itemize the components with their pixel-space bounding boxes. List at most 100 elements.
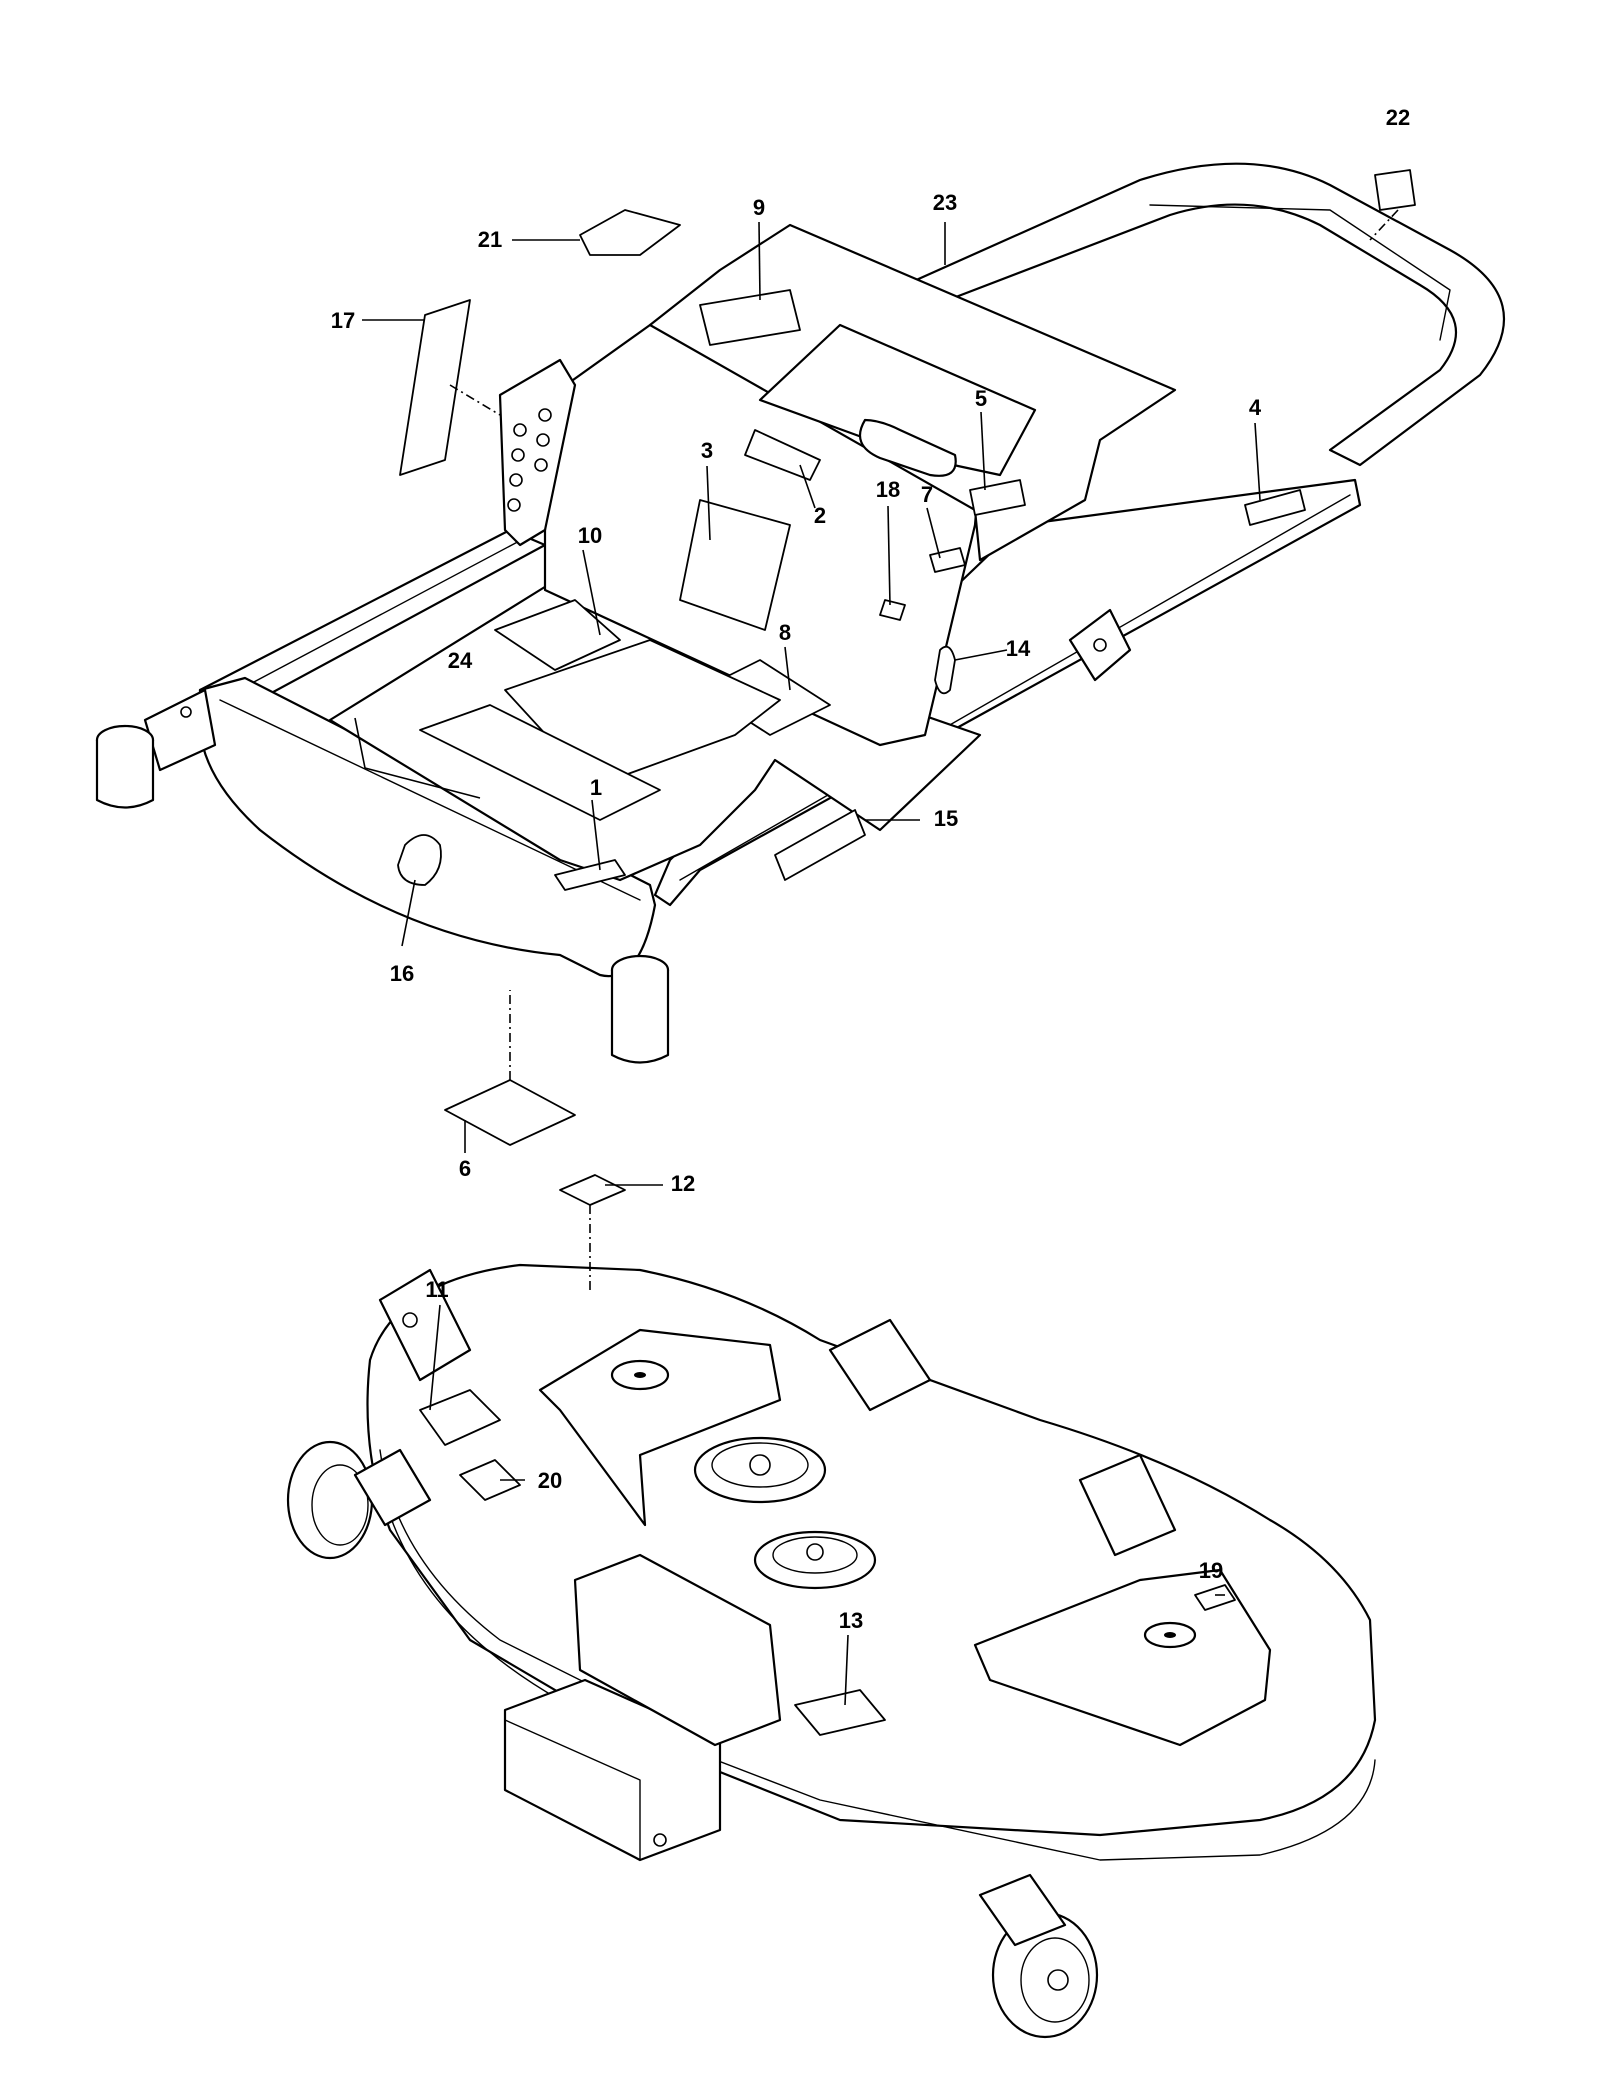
idler-pulley-small-hub <box>806 1543 824 1561</box>
decal-24-panel-b <box>419 704 661 821</box>
callout-3: 3 <box>701 438 713 463</box>
right-spindle-nut <box>1164 1632 1176 1638</box>
decal-17 <box>399 299 471 476</box>
decal-3 <box>679 499 791 631</box>
deck-lift-bracket-rear <box>828 1318 932 1412</box>
decal-21 <box>579 209 681 256</box>
idler-pulley-large-groove <box>711 1442 809 1488</box>
leader-11 <box>429 1304 441 1411</box>
decal-4 <box>1244 489 1306 526</box>
leader-14 <box>954 649 1008 661</box>
mower-deck-assembly <box>286 1263 1377 2039</box>
leader-24 <box>354 717 481 799</box>
leader-10 <box>582 549 601 636</box>
mower-frame-assembly <box>95 162 1505 1064</box>
decal-16 <box>397 834 442 886</box>
decal-6 <box>444 1079 576 1146</box>
leader-9 <box>758 221 761 301</box>
discharge-chute <box>503 1678 722 1862</box>
left-seat-bracket <box>498 358 577 547</box>
leader-3 <box>706 465 711 541</box>
callout-16: 16 <box>390 961 414 986</box>
leader-1 <box>591 799 601 871</box>
lower-decals <box>419 1174 1236 1736</box>
callout-14: 14 <box>1006 636 1031 661</box>
decal-18 <box>879 599 906 621</box>
left-frame-rail-edge <box>219 537 526 701</box>
deck-lift-bracket-left-bolt <box>402 1312 418 1328</box>
left-belt-cover <box>538 1328 782 1527</box>
leader-16 <box>401 879 416 947</box>
decal-14 <box>934 645 956 695</box>
leader-lines <box>354 209 1399 1706</box>
callout-2: 2 <box>814 503 826 528</box>
callout-23: 23 <box>933 190 957 215</box>
callout-15: 15 <box>934 806 958 831</box>
callout-10: 10 <box>578 523 602 548</box>
leader-7 <box>926 507 941 559</box>
callout-18: 18 <box>876 477 900 502</box>
callout-19: 19 <box>1199 1558 1223 1583</box>
decal-1 <box>554 859 626 891</box>
decal-22 <box>1374 169 1416 211</box>
left-caster-bolt <box>180 706 192 718</box>
callout-13: 13 <box>839 1608 863 1633</box>
callout-6: 6 <box>459 1156 471 1181</box>
callout-9: 9 <box>753 195 765 220</box>
decal-10 <box>494 599 621 671</box>
deck-baffle-front <box>573 1553 782 1747</box>
callout-7: 7 <box>921 482 933 507</box>
callout-4: 4 <box>1249 395 1262 420</box>
idler-pulley-small-groove <box>772 1536 858 1574</box>
leader-17-dash <box>449 384 501 416</box>
right-belt-cover <box>973 1568 1272 1747</box>
deck-lift-bracket-left <box>378 1268 472 1382</box>
callout-17: 17 <box>331 308 355 333</box>
callout-5: 5 <box>975 386 987 411</box>
left-caster-arm <box>143 688 217 772</box>
right-frame-rail-edge <box>679 494 1351 881</box>
right-gauge-wheel-bracket <box>978 1873 1067 1947</box>
left-gauge-wheel-bracket <box>353 1448 432 1527</box>
seat-platform-slot <box>858 418 957 477</box>
decal-20 <box>459 1459 521 1501</box>
right-caster-tube <box>610 968 670 1064</box>
callout-labels: 1 2 3 4 5 6 7 8 9 10 11 12 13 14 15 16 1… <box>331 105 1410 1633</box>
callout-21: 21 <box>478 227 502 252</box>
leader-8 <box>784 646 791 691</box>
left-gauge-wheel-rim <box>311 1464 369 1546</box>
callout-11: 11 <box>425 1277 448 1302</box>
decal-13 <box>794 1689 886 1736</box>
leader-4 <box>1254 422 1261 501</box>
left-caster-tube <box>95 738 155 809</box>
seat-bracket-holes <box>507 408 552 512</box>
left-gauge-wheel <box>286 1440 374 1560</box>
callout-22: 22 <box>1386 105 1410 130</box>
upper-decals <box>397 169 1416 1146</box>
callout-12: 12 <box>671 1171 695 1196</box>
callout-20: 20 <box>538 1468 562 1493</box>
leader-22-dash <box>1369 209 1399 241</box>
callout-24: 24 <box>448 648 473 673</box>
decal-5 <box>969 479 1026 516</box>
leader-2 <box>799 464 816 509</box>
right-gauge-wheel-rim <box>1020 1937 1090 2023</box>
decal-11 <box>419 1389 501 1446</box>
deck-lift-bracket-right <box>1078 1453 1177 1557</box>
left-spindle-nut <box>634 1372 646 1378</box>
discharge-chute-roll <box>504 1719 641 1861</box>
right-gauge-wheel-hub <box>1047 1969 1069 1991</box>
leader-5 <box>980 411 986 491</box>
decal-15 <box>774 809 866 881</box>
decal-12 <box>559 1174 626 1206</box>
right-hinge-bolt <box>1093 638 1107 652</box>
discharge-chute-bolt <box>653 1833 667 1847</box>
callout-8: 8 <box>779 620 791 645</box>
idler-pulley-large-hub <box>749 1454 771 1476</box>
callout-1: 1 <box>590 775 602 800</box>
rear-tube-frame-inner-edge <box>1149 204 1451 341</box>
front-bumper-top-edge <box>219 699 641 901</box>
leader-13 <box>844 1634 849 1706</box>
